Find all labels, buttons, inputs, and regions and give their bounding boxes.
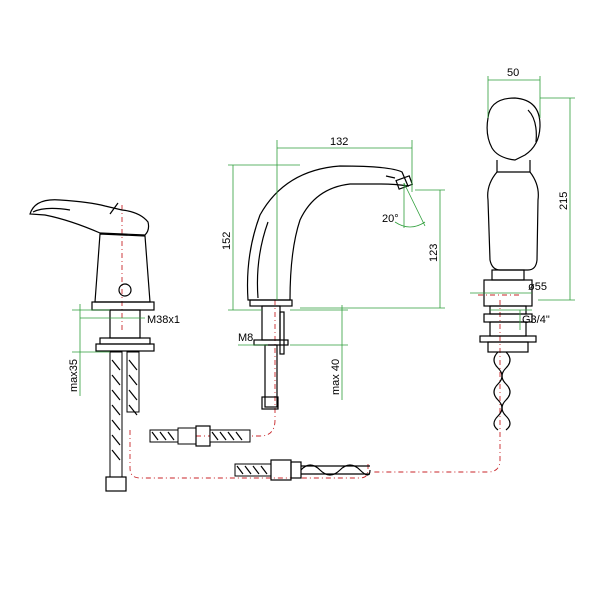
dim-spout-angle: 20°: [382, 182, 426, 228]
dim-spout-outlet-height: 123: [300, 189, 445, 309]
spout-reach-label: 132: [330, 136, 348, 148]
dim-spout-thread: M8: [238, 332, 268, 346]
dim-spout-max-deck: max 40: [290, 305, 348, 400]
handshower: [479, 97, 541, 431]
dim-handshower-diameter: ø55: [470, 281, 547, 294]
spout-outlet-height-label: 123: [428, 244, 440, 262]
mixer-max-deck-label: max35: [68, 359, 80, 392]
dim-spout-height: 152: [221, 164, 300, 311]
spout-thread-label: M8: [238, 332, 253, 344]
spout-body: [246, 165, 414, 410]
handshower-thread-label: G3/4": [522, 314, 550, 326]
spout-height-label: 152: [221, 232, 233, 250]
handshower-diameter-label: ø55: [528, 281, 547, 293]
dim-spout-reach: 132: [276, 136, 413, 300]
dim-mixer-max-deck: max35: [68, 304, 110, 396]
dim-mixer-thread: M38x1: [80, 314, 180, 326]
mixer-body: [29, 199, 155, 492]
dim-handshower-width: 50: [487, 67, 541, 118]
connector-hoses: [149, 425, 371, 481]
center-lines: [121, 205, 520, 479]
mixer-thread-label: M38x1: [147, 314, 180, 326]
spout-max-deck-label: max 40: [330, 359, 342, 395]
dim-handshower-thread: G3/4": [490, 309, 550, 330]
spout-angle-label: 20°: [382, 213, 399, 225]
handshower-height-label: 215: [558, 192, 570, 210]
dim-handshower-height: 215: [538, 97, 575, 301]
handshower-width-label: 50: [507, 67, 519, 79]
